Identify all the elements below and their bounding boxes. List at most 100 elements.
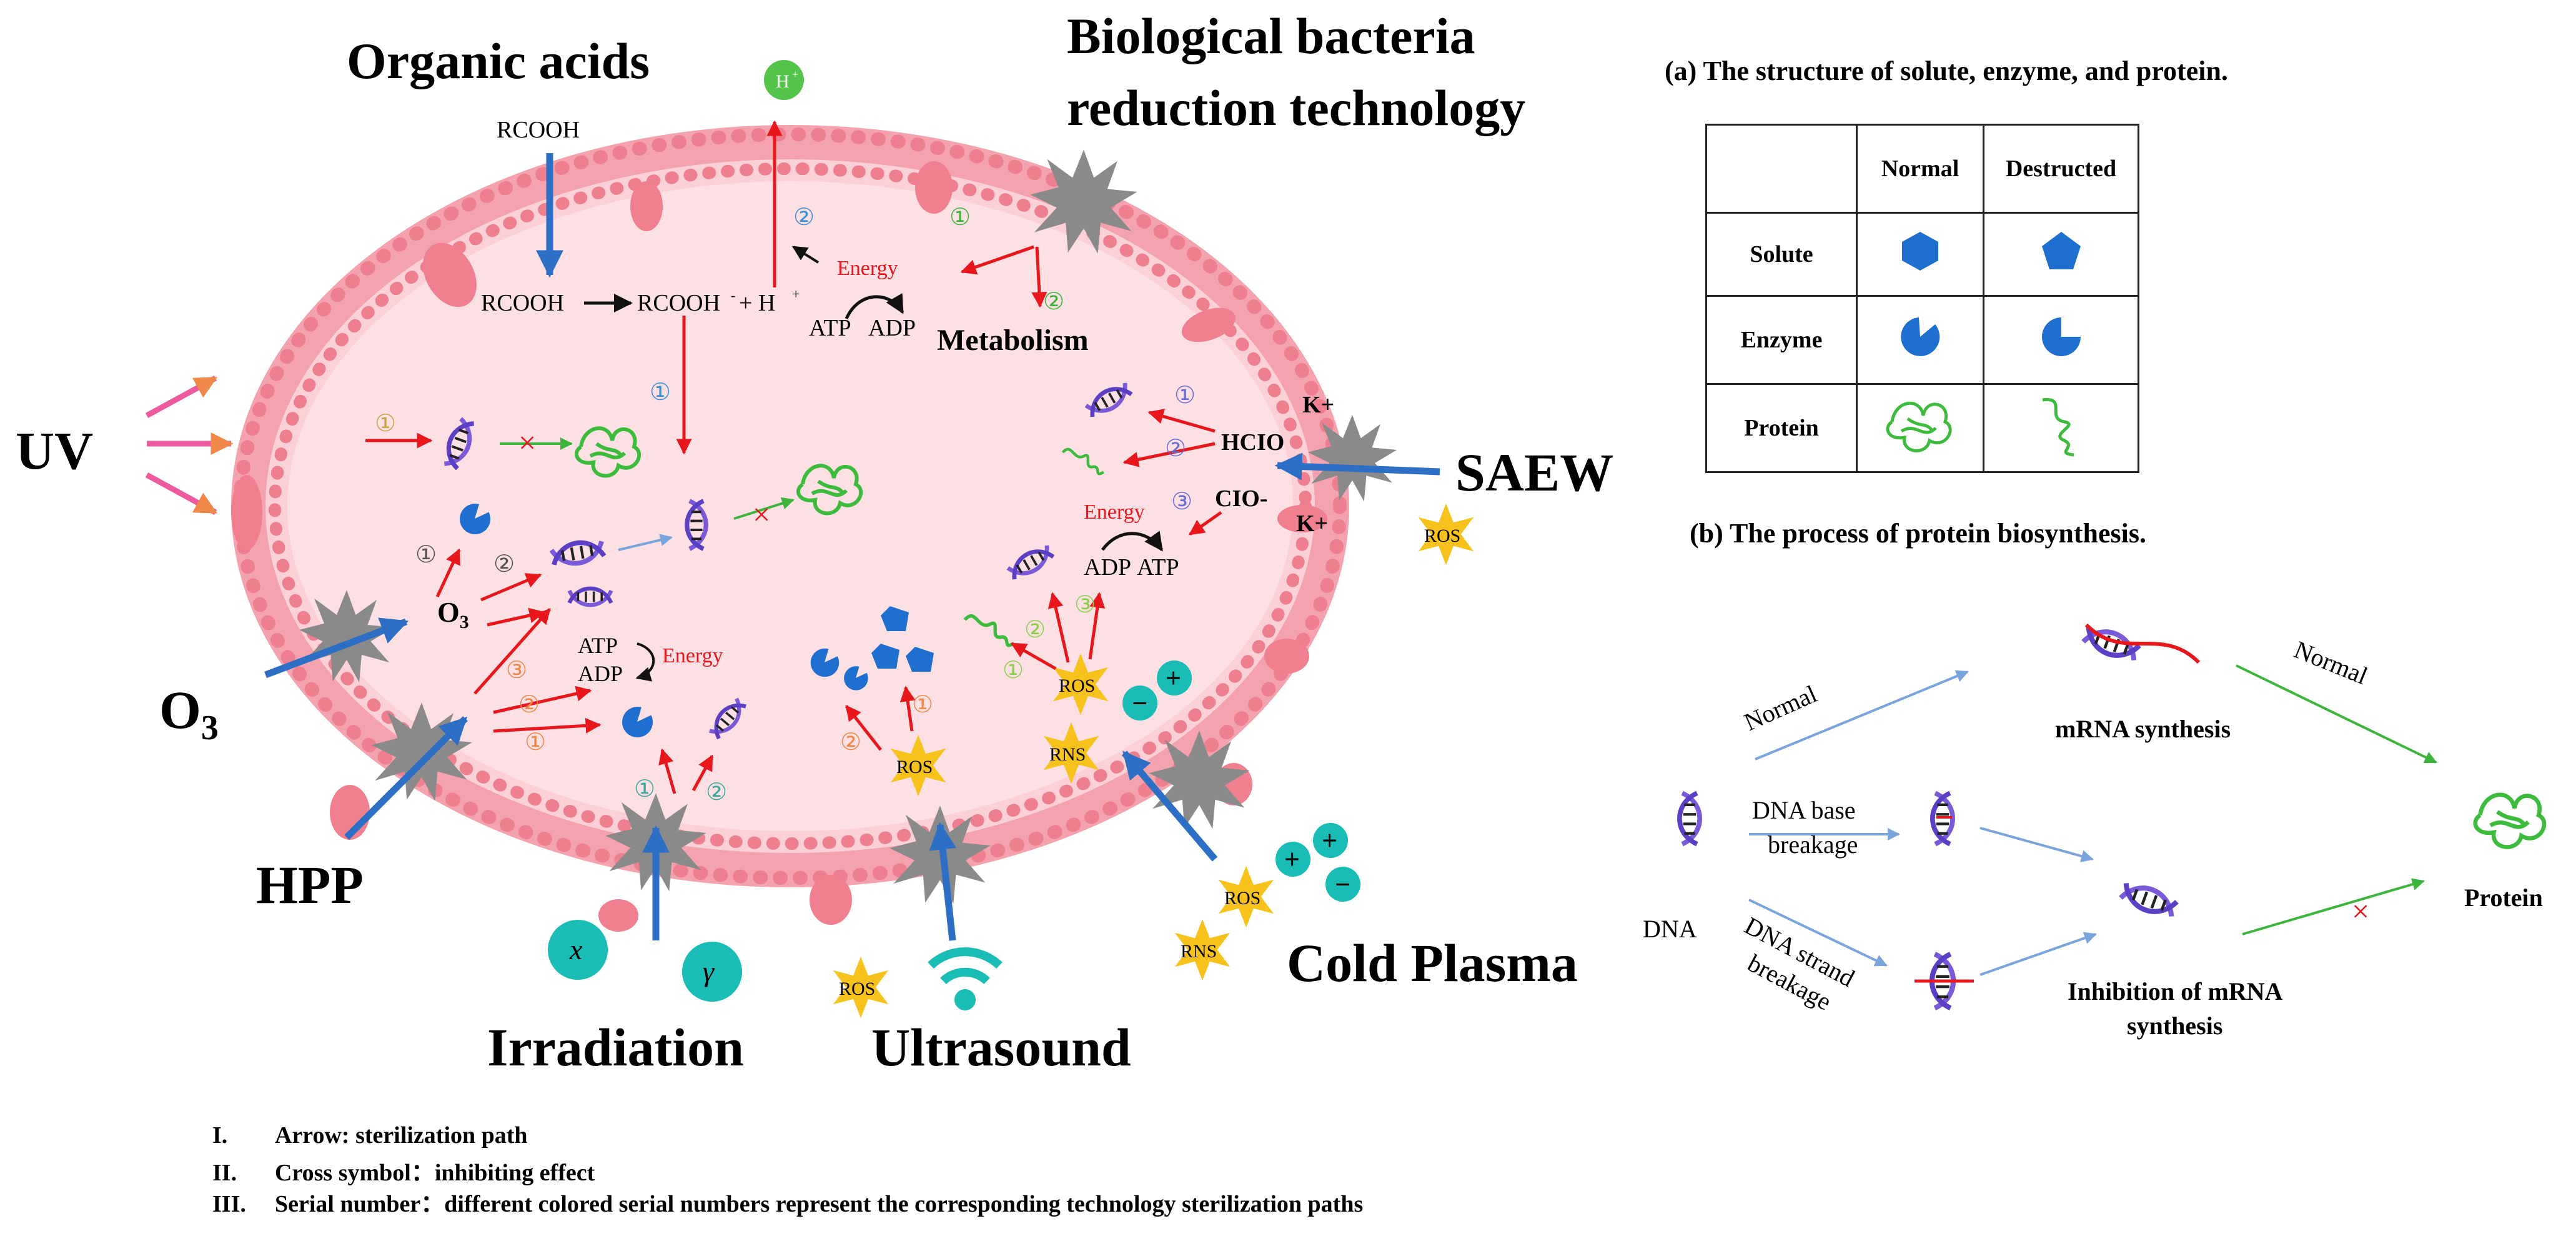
membrane-protein	[598, 899, 638, 932]
biosynthesis-title: (b) The process of protein biosynthesis.	[1690, 518, 2146, 549]
svg-text:×: ×	[2352, 894, 2369, 929]
svg-text:①: ①	[650, 379, 671, 406]
atp-top: ATP	[809, 315, 851, 341]
k-plus-bottom: K+	[1296, 511, 1328, 537]
svg-text:RNS: RNS	[1181, 941, 1217, 962]
arrow-normal	[1755, 670, 1969, 760]
normal-label-2: Normal	[2291, 635, 2372, 690]
bacterial-cell	[231, 125, 1349, 932]
svg-text:×: ×	[518, 425, 536, 460]
enzyme-normal-cell	[1856, 295, 1984, 385]
solute-icon	[871, 644, 899, 669]
folded-protein-icon	[1886, 401, 1952, 452]
svg-text:+: +	[1166, 663, 1181, 694]
ion-plus-icon	[1276, 842, 1310, 877]
row-label-enzyme: Enzyme	[1705, 295, 1858, 385]
table-row: Enzyme	[1705, 295, 2139, 385]
rcooh-ion: RCOOH	[637, 290, 720, 316]
cold-plasma-label: Cold Plasma	[1287, 933, 1578, 993]
svg-text:②: ②	[1043, 289, 1064, 315]
svg-text:①: ①	[912, 692, 933, 718]
svg-text:③: ③	[1171, 489, 1192, 515]
protein-normal-cell	[1856, 383, 1984, 473]
svg-text:RNS: RNS	[1049, 744, 1086, 765]
energy-label-mid: Energy	[662, 644, 723, 667]
svg-text:②: ②	[1024, 617, 1046, 643]
solute-icon	[881, 606, 909, 631]
gamma-badge	[682, 942, 742, 1002]
ion-plus-icon	[1157, 660, 1192, 695]
membrane-protein	[1264, 639, 1309, 674]
legend-item: II.Cross symbol：inhibiting effect	[212, 1160, 595, 1186]
svg-text:③: ③	[1074, 592, 1096, 618]
svg-text:-: -	[731, 287, 735, 303]
membrane-protein	[630, 181, 663, 231]
ultrasound-label: Ultrasound	[871, 1017, 1131, 1077]
pentagon-icon	[2041, 232, 2081, 269]
energy-label-right: Energy	[1084, 501, 1145, 524]
structure-table: Normal Destructed Solute Enzyme Protein	[1705, 124, 2139, 473]
svg-text:①: ①	[634, 776, 655, 802]
svg-text:ROS: ROS	[1059, 675, 1095, 696]
protein-destructed-cell	[1983, 383, 2139, 473]
irradiation-label: Irradiation	[487, 1017, 744, 1077]
svg-text:①: ①	[1174, 382, 1196, 409]
svg-text:②: ②	[840, 729, 861, 755]
legend-item: I.Arrow: sterilization path	[212, 1122, 528, 1149]
membrane-protein	[1181, 307, 1236, 342]
enzyme-cut-icon	[2041, 317, 2081, 356]
hexagon-icon	[1902, 232, 1938, 271]
legend-item: III.Serial number：different colored seri…	[212, 1191, 1364, 1217]
atp-right: ATP	[1137, 554, 1179, 581]
svg-text:①: ①	[375, 411, 396, 437]
membrane-protein	[423, 242, 477, 307]
table-row: Protein	[1705, 383, 2139, 473]
adp-right: ADP	[1084, 554, 1131, 581]
x-ray-badge	[548, 920, 608, 980]
o3-entry-arrow	[264, 617, 409, 679]
membrane-protein	[1277, 505, 1327, 532]
saew-label: SAEW	[1455, 442, 1613, 502]
saew-entry-arrow	[1274, 452, 1440, 481]
svg-text:②: ②	[706, 779, 727, 805]
uv-rays	[145, 376, 234, 515]
svg-text:+: +	[792, 68, 798, 81]
dna-label: DNA	[1643, 915, 1697, 943]
svg-text:x: x	[569, 934, 583, 965]
h-plus: + H	[739, 290, 775, 316]
solute-normal-cell	[1856, 212, 1984, 297]
table-row: Solute	[1705, 212, 2139, 297]
membrane-protein	[915, 161, 953, 214]
table-header-destructed: Destructed	[1983, 124, 2139, 214]
svg-text:γ: γ	[703, 955, 715, 987]
svg-text:ROS: ROS	[839, 979, 875, 999]
cold-plasma-entry-arrow	[1121, 750, 1218, 862]
ion-minus-icon	[1325, 867, 1360, 902]
svg-text:ROS: ROS	[1224, 888, 1261, 909]
svg-text:+: +	[1322, 825, 1337, 856]
adp-mid: ADP	[578, 661, 623, 686]
table-header-normal: Normal	[1856, 124, 1984, 214]
svg-text:H: H	[776, 71, 790, 92]
table-header-blank	[1705, 124, 1858, 214]
svg-text:①: ①	[525, 729, 546, 755]
clo-label: CIO-	[1215, 486, 1267, 512]
svg-text:×: ×	[753, 497, 770, 532]
svg-text:③: ③	[506, 657, 527, 684]
structure-table-title: (a) The structure of solute, enzyme, and…	[1665, 56, 2228, 86]
dna-icon	[1680, 793, 1700, 844]
solute-icon	[906, 647, 934, 672]
svg-text:+: +	[792, 286, 800, 302]
hpp-entry-arrow	[344, 716, 468, 840]
svg-text:②: ②	[793, 204, 815, 231]
protein-label: Protein	[2464, 884, 2543, 912]
h-plus-badge	[764, 60, 804, 100]
energy-label-top: Energy	[837, 257, 898, 280]
adp-top: ADP	[868, 315, 916, 341]
wifi-icon	[928, 947, 1003, 1010]
organic-acids-label: Organic acids	[347, 32, 650, 89]
svg-text:②: ②	[493, 551, 515, 577]
svg-text:②: ②	[1165, 436, 1186, 462]
ion-plus-icon	[1313, 823, 1348, 858]
svg-text:①: ①	[415, 542, 437, 568]
